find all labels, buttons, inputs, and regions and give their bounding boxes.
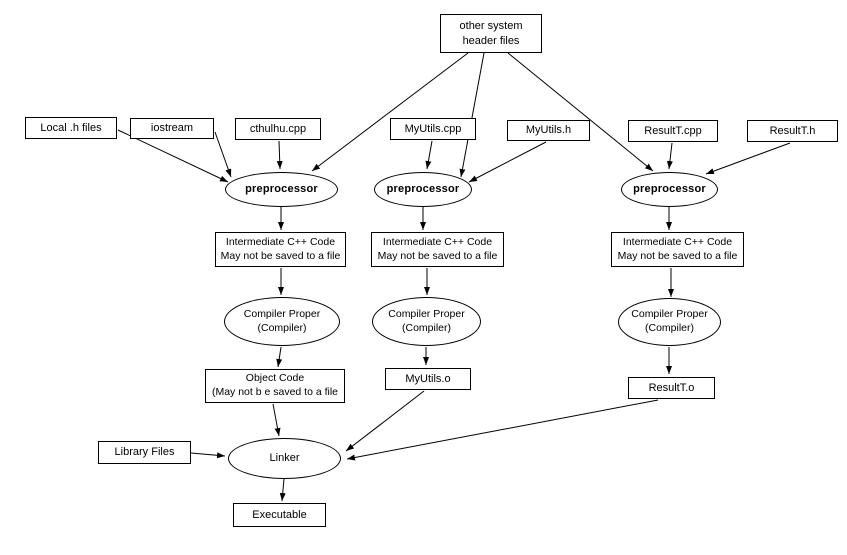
arrow-resultth-to-preprocessor-3 [705, 142, 791, 175]
node-compiler-proper-3: Compiler Proper (Compiler) [618, 298, 721, 346]
node-iostream: iostream [130, 118, 214, 139]
arrow-resultto-to-linker [346, 399, 659, 461]
node-linker: Linker [228, 438, 341, 479]
arrow-libraryfiles-to-linker [190, 452, 226, 459]
node-preprocessor-3: preprocessor [621, 172, 718, 207]
node-preprocessor-2: preprocessor [374, 172, 472, 207]
node-object-code: Object Code (May not b e saved to a file [205, 369, 345, 403]
node-other-system-header-files: other system header files [440, 14, 542, 53]
node-cthulhu-cpp: cthulhu.cpp [235, 118, 321, 140]
node-intermediate-code-1: Intermediate C++ Code May not be saved t… [215, 232, 346, 267]
node-myutils-cpp: MyUtils.cpp [390, 118, 476, 140]
arrow-othersystem-to-preprocessor-2 [459, 52, 485, 178]
node-compiler-proper-2: Compiler Proper (Compiler) [372, 297, 481, 346]
arrow-compiler1-to-objectcode [276, 346, 283, 368]
node-preprocessor-1: preprocessor [225, 172, 338, 207]
node-intermediate-code-2: Intermediate C++ Code May not be saved t… [371, 232, 504, 267]
arrow-othersystem-to-preprocessor-3 [507, 52, 654, 172]
node-myutils-h: MyUtils.h [507, 120, 590, 141]
node-resultt-o: ResultT.o [628, 377, 715, 399]
arrow-myutilsh-to-preprocessor-2 [468, 141, 547, 183]
arrow-myutilso-to-linker [345, 390, 425, 452]
node-myutils-o: MyUtils.o [385, 368, 471, 390]
arrow-iostream-to-preprocessor-1 [214, 131, 232, 178]
arrow-othersystem-to-preprocessor-1 [311, 52, 469, 172]
arrow-myutilscpp-to-preprocessor-2 [425, 140, 433, 170]
node-library-files: Library Files [98, 441, 191, 464]
arrow-objectcode-to-linker [272, 403, 281, 437]
arrow-resulttcpp-to-preprocessor-3 [666, 142, 673, 170]
node-intermediate-code-3: Intermediate C++ Code May not be saved t… [611, 232, 744, 267]
node-compiler-proper-1: Compiler Proper (Compiler) [224, 297, 340, 346]
node-local-h-files: Local .h files [25, 117, 117, 139]
arrow-cthulhu-to-preprocessor-1 [276, 140, 283, 170]
arrow-linker-to-executable [279, 478, 286, 502]
node-resultt-h: ResultT.h [747, 120, 838, 142]
node-executable: Executable [233, 503, 326, 527]
node-resultt-cpp: ResultT.cpp [628, 120, 718, 142]
